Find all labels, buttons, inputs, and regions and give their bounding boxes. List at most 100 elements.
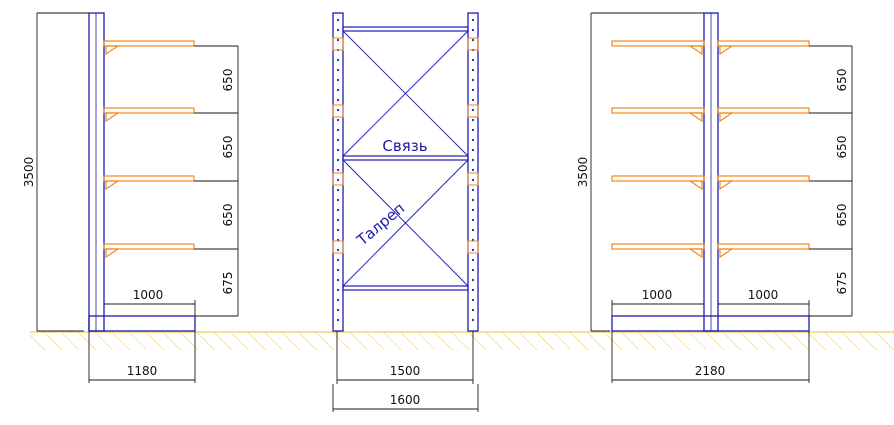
perforation-hole <box>336 198 340 202</box>
right-rack-arm <box>717 40 810 56</box>
middle-frame-brackets <box>332 37 479 254</box>
perforation-hole <box>471 58 475 62</box>
left-rack-base-label: 1180 <box>127 364 158 378</box>
middle-frame-left-post <box>332 12 344 332</box>
perforation-hole <box>336 188 340 192</box>
perforation-hole <box>471 228 475 232</box>
left-rack-arm-label: 1000 <box>133 288 164 302</box>
perforation-hole <box>336 58 340 62</box>
left-rack-height-dimension <box>36 12 89 332</box>
perforation-hole <box>471 38 475 42</box>
perforation-hole <box>336 18 340 22</box>
perforation-hole <box>471 178 475 182</box>
middle-frame-ties <box>342 26 469 291</box>
perforation-hole <box>471 148 475 152</box>
perforation-hole <box>471 108 475 112</box>
perforation-hole <box>471 88 475 92</box>
middle-frame-inner-label: 1500 <box>390 364 421 378</box>
perforation-hole <box>471 318 475 322</box>
perforation-hole <box>471 98 475 102</box>
perforation-hole <box>336 158 340 162</box>
right-rack-arms-right <box>717 40 810 259</box>
left-rack-arm <box>103 175 195 191</box>
perforation-hole <box>336 118 340 122</box>
perforation-hole <box>336 218 340 222</box>
middle-frame-outer-label: 1600 <box>390 393 421 407</box>
perforation-hole <box>336 88 340 92</box>
right-rack: 3500 650 650 650 675 1000 1000 21 <box>576 12 853 383</box>
perforation-hole <box>336 278 340 282</box>
perforation-hole <box>336 128 340 132</box>
right-rack-height-dimension <box>590 12 704 332</box>
right-rack-arm-right-label: 1000 <box>748 288 779 302</box>
perforation-hole <box>471 118 475 122</box>
perforation-hole <box>336 268 340 272</box>
perforation-hole <box>471 308 475 312</box>
right-rack-arm <box>611 175 705 191</box>
perforation-hole <box>336 168 340 172</box>
perforation-hole <box>336 318 340 322</box>
left-rack-height-label: 3500 <box>22 157 36 188</box>
perforation-hole <box>471 78 475 82</box>
perforation-hole <box>471 28 475 32</box>
right-rack-level-label: 650 <box>835 69 849 92</box>
left-rack-arm <box>103 107 195 123</box>
perforation-hole <box>336 28 340 32</box>
left-rack-arm <box>103 243 195 259</box>
right-rack-level-label: 650 <box>835 136 849 159</box>
perforation-hole <box>336 298 340 302</box>
perforation-hole <box>336 248 340 252</box>
perforation-hole <box>471 258 475 262</box>
perforation-hole <box>471 288 475 292</box>
left-rack-level-label: 650 <box>221 69 235 92</box>
ground-hatching <box>30 332 894 350</box>
right-rack-arm <box>717 107 810 123</box>
perforation-hole <box>336 208 340 212</box>
right-rack-arm <box>611 107 705 123</box>
left-rack-level-label: 650 <box>221 204 235 227</box>
perforation-hole <box>471 198 475 202</box>
left-rack-arm <box>103 40 195 56</box>
perforation-hole <box>336 258 340 262</box>
perforation-hole <box>471 298 475 302</box>
perforation-hole <box>471 168 475 172</box>
left-rack-base <box>88 315 196 332</box>
left-rack-arms <box>103 40 195 259</box>
middle-frame-outer-dimension <box>332 384 479 412</box>
middle-frame: Связь Талреп 1500 1600 <box>332 12 479 412</box>
perforation-hole <box>336 148 340 152</box>
perforation-hole <box>336 108 340 112</box>
right-rack-level-label: 650 <box>835 204 849 227</box>
right-rack-arm-dimensions <box>611 300 810 316</box>
middle-frame-inner-dimension <box>336 331 474 384</box>
left-rack-level-dimensions <box>194 45 239 317</box>
perforation-hole <box>471 278 475 282</box>
right-rack-level-label: 675 <box>835 272 849 295</box>
right-rack-arm <box>717 243 810 259</box>
perforation-hole <box>336 98 340 102</box>
perforation-hole <box>471 208 475 212</box>
middle-frame-perforation <box>336 18 475 322</box>
left-rack-arm-dimension <box>104 300 196 316</box>
left-rack-level-label: 675 <box>221 272 235 295</box>
right-rack-arm <box>611 40 705 56</box>
perforation-hole <box>336 288 340 292</box>
perforation-hole <box>471 268 475 272</box>
perforation-hole <box>336 178 340 182</box>
perforation-hole <box>471 18 475 22</box>
right-rack-arm-left-label: 1000 <box>642 288 673 302</box>
perforation-hole <box>336 228 340 232</box>
right-rack-arm <box>611 243 705 259</box>
tensioner-label: Талреп <box>353 199 409 250</box>
right-rack-level-dimensions <box>809 45 853 317</box>
left-rack-level-label: 650 <box>221 136 235 159</box>
right-rack-arm <box>717 175 810 191</box>
perforation-hole <box>471 138 475 142</box>
perforation-hole <box>336 78 340 82</box>
ground <box>30 331 894 350</box>
right-rack-height-label: 3500 <box>576 157 590 188</box>
perforation-hole <box>471 248 475 252</box>
left-rack: 3500 650 650 650 675 1000 1180 <box>22 12 239 383</box>
perforation-hole <box>336 68 340 72</box>
